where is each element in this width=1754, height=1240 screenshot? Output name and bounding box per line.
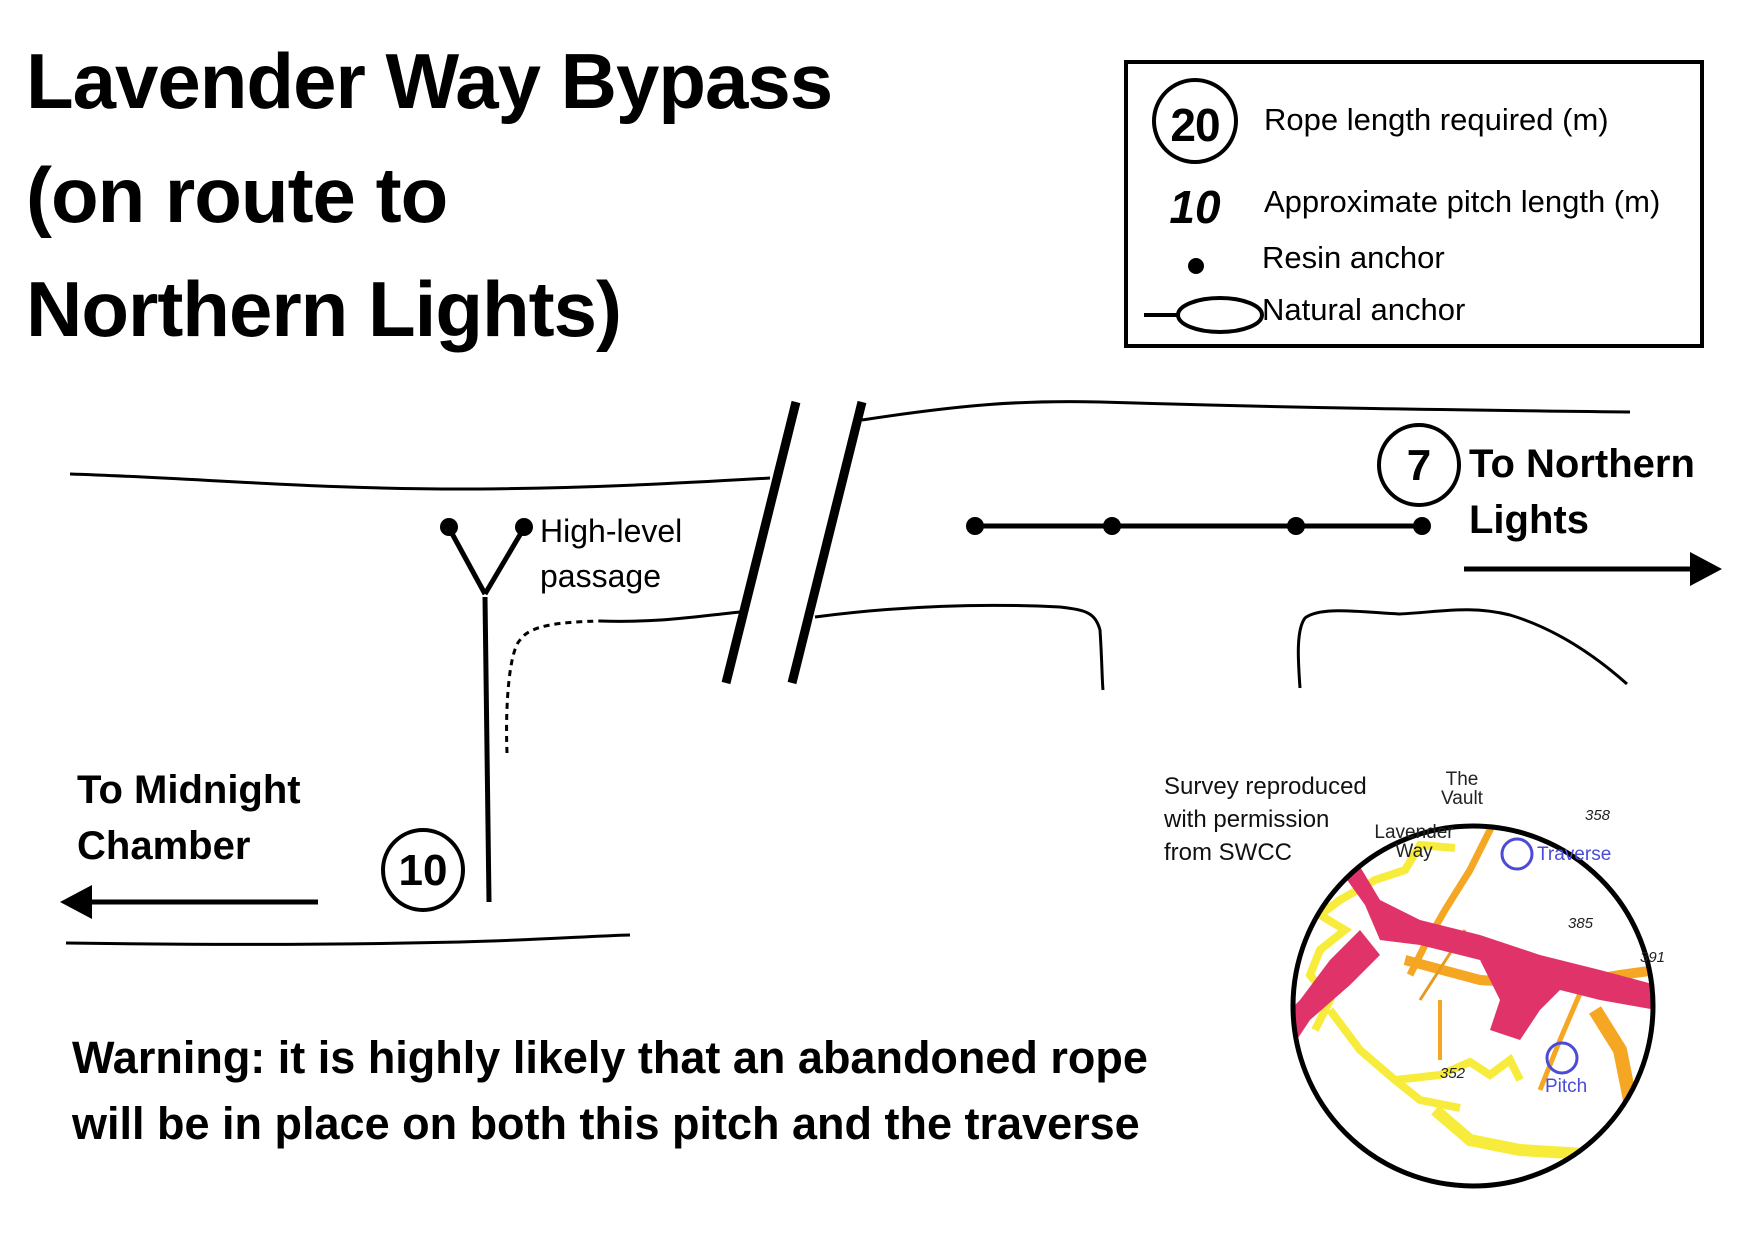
legend-pitch-number: 10 [1169,181,1221,233]
high-level-dotted-link [505,619,601,754]
survey-credit: Survey reproduced with permission from S… [1164,770,1367,869]
passage-upper-wall-right [861,400,1631,422]
traverse-anchor-2 [1103,517,1121,535]
high-level-passage-floor [599,610,741,623]
high-level-line-1: High-level [540,513,683,549]
passage-upper-wall-left [69,472,771,491]
warning-text: Warning: it is highly likely that an aba… [72,1025,1148,1157]
to-northern-line-2: Lights [1469,498,1589,542]
traverse-anchor-4 [1413,517,1431,535]
title-line-2: (on route to [26,151,448,239]
traverse-anchor-1 [966,517,984,535]
survey-elevation-385: 385 [1568,915,1594,932]
survey-elevation-352: 352 [1440,1065,1466,1082]
title-line-1: Lavender Way Bypass [26,37,833,125]
page-title: Lavender Way Bypass (on route to Norther… [26,24,833,366]
survey-inset [1293,826,1653,1186]
legend-rope-number: 20 [1170,99,1220,151]
survey-credit-line-2: with permission [1164,806,1330,833]
high-level-passage-label: High-level passage [540,509,682,599]
y-hang-right-anchor [515,518,533,536]
survey-elevation-358: 358 [1585,807,1611,824]
arrow-left-head [60,885,92,919]
survey-lavender-line-1: Lavender [1374,822,1454,843]
passage-floor-far-right [1296,608,1628,689]
y-hang-right-arm [482,526,527,596]
rope-number-left: 10 [399,846,448,895]
survey-credit-line-3: from SWCC [1164,839,1292,866]
y-hang-left-arm [446,526,488,596]
legend-box: 20 Rope length required (m) 10 Approxima… [1124,60,1704,348]
legend-resin-label: Resin anchor [1262,240,1445,275]
to-midnight-line-2: Chamber [77,824,251,868]
arrow-right-head [1690,552,1722,586]
to-midnight-line-1: To Midnight [77,768,301,812]
legend-pitch-label: Approximate pitch length (m) [1264,184,1661,219]
warning-line-2: will be in place on both this pitch and … [72,1098,1140,1149]
resin-anchor-symbol [1188,258,1204,274]
passage-floor-left [65,933,631,946]
survey-the-vault-line-1: The [1446,769,1479,790]
warning-line-1: Warning: it is highly likely that an aba… [72,1032,1148,1083]
survey-the-vault-line-2: Vault [1441,788,1484,809]
survey-elevation-391: 391 [1640,949,1665,966]
rope-circle-right [1377,423,1461,507]
traverse-anchor-3 [1287,517,1305,535]
to-midnight-chamber-label: To Midnight Chamber [77,762,301,874]
high-level-line-2: passage [540,558,661,594]
to-northern-line-1: To Northern [1469,442,1695,486]
survey-lavender-line-2: Way [1395,841,1433,862]
survey-inset-border [1290,823,1656,1189]
pitch-rope-line [482,596,492,903]
rope-length-symbol [1152,78,1238,164]
survey-traverse-label: Traverse [1537,844,1611,865]
survey-pitch-label: Pitch [1545,1076,1587,1097]
passage-floor-right [814,603,1105,691]
break-line-left [721,400,801,685]
natural-anchor-symbol [1144,296,1264,334]
legend-natural-label: Natural anchor [1262,292,1466,327]
y-hang-left-anchor [440,518,458,536]
title-line-3: Northern Lights) [26,265,622,353]
rope-number-right: 7 [1407,441,1431,490]
survey-credit-line-1: Survey reproduced [1164,773,1367,800]
break-line-right [787,400,867,685]
legend-rope-label: Rope length required (m) [1264,102,1609,137]
rope-circle-left [381,828,465,912]
to-northern-lights-label: To Northern Lights [1469,436,1695,548]
